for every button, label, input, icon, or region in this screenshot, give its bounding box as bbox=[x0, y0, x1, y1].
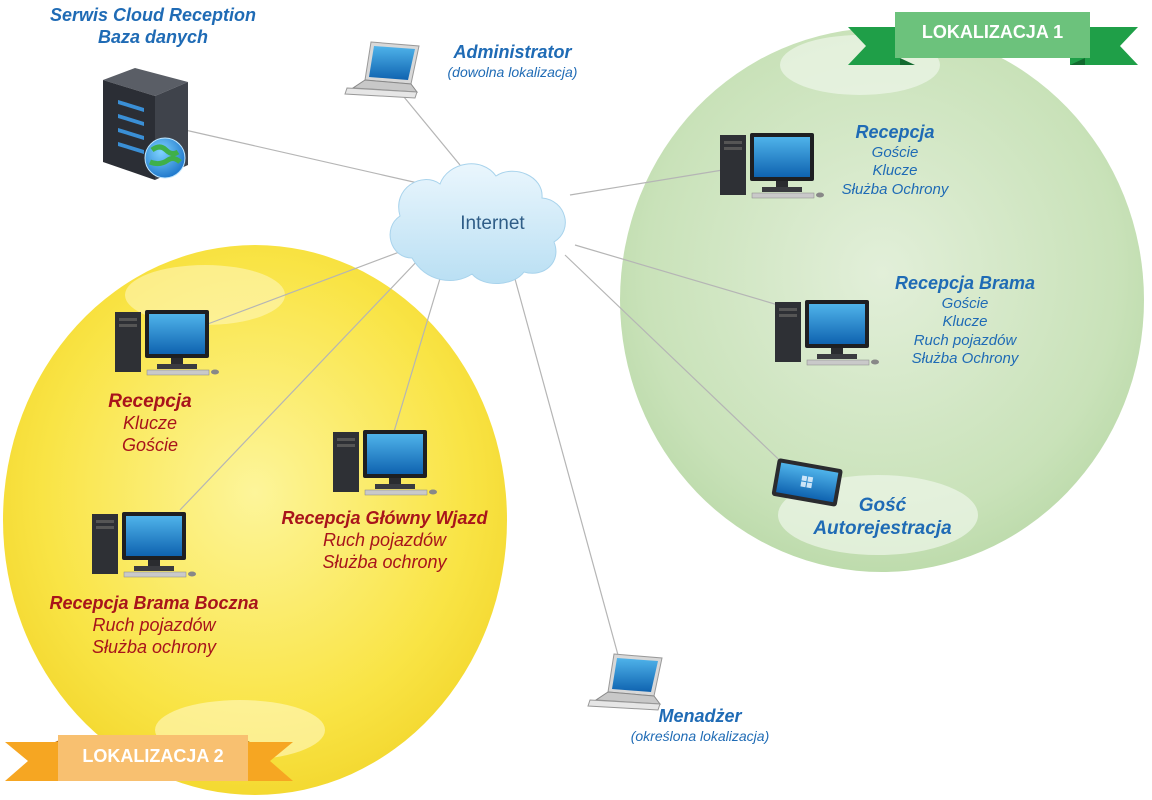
location2-reception-title: Recepcja bbox=[108, 391, 192, 412]
location2-reception-computer-icon bbox=[115, 310, 219, 376]
location2-main-entrance-item: Ruch pojazdów bbox=[322, 529, 447, 550]
location2-main-entrance-title: Recepcja Główny Wjazd bbox=[281, 508, 488, 528]
server-label-line2: Baza danych bbox=[97, 26, 209, 47]
location2-zone bbox=[3, 245, 507, 795]
manager-subtitle: (określona lokalizacja) bbox=[630, 727, 770, 744]
location2-side-gate-computer-icon bbox=[92, 512, 196, 578]
internet-label: Internet bbox=[460, 213, 525, 234]
manager-laptop-icon bbox=[587, 653, 663, 711]
administrator-laptop-icon bbox=[344, 41, 420, 99]
location1-reception-title: Recepcja bbox=[855, 122, 935, 142]
location2-side-gate-item: Ruch pojazdów bbox=[92, 614, 216, 635]
guest-label-line2: Autorejestracja bbox=[813, 518, 952, 540]
location1-banner-label: LOKALIZACJA 1 bbox=[921, 22, 1064, 42]
location1-gate-reception-title: Recepcja Brama bbox=[894, 273, 1036, 293]
location1-gate-reception-label: Recepcja Brama Goście Klucze Ruch pojazd… bbox=[875, 273, 1055, 368]
location2-banner bbox=[5, 735, 293, 781]
location1-banner bbox=[848, 12, 1138, 65]
location1-reception-item: Klucze bbox=[872, 162, 918, 180]
location2-reception-label: Recepcja Klucze Goście bbox=[80, 390, 220, 457]
server-label: Serwis Cloud Reception Baza danych bbox=[28, 5, 278, 49]
location2-banner-label: LOKALIZACJA 2 bbox=[82, 746, 224, 766]
location2-reception-item: Klucze bbox=[122, 413, 178, 434]
administrator-label: Administrator (dowolna lokalizacja) bbox=[420, 42, 605, 81]
manager-title: Menadżer bbox=[658, 706, 742, 726]
location2-main-entrance-item: Służba ochrony bbox=[322, 551, 447, 572]
location2-side-gate-label: Recepcja Brama Boczna Ruch pojazdów Służ… bbox=[30, 593, 278, 659]
administrator-subtitle: (dowolna lokalizacja) bbox=[447, 63, 578, 80]
location1-gate-reception-computer-icon bbox=[775, 300, 879, 366]
location2-main-entrance-computer-icon bbox=[333, 430, 437, 496]
location1-gate-reception-item: Klucze bbox=[942, 313, 988, 331]
internet-cloud-icon bbox=[389, 163, 566, 285]
location1-reception-computer-icon bbox=[720, 133, 824, 199]
location2-main-entrance-label: Recepcja Główny Wjazd Ruch pojazdów Służ… bbox=[262, 508, 507, 574]
server-icon bbox=[103, 68, 188, 180]
location1-reception-label: Recepcja Goście Klucze Służba Ochrony bbox=[820, 122, 970, 199]
location1-gate-reception-item: Goście bbox=[941, 294, 989, 312]
location2-reception-item: Goście bbox=[121, 435, 179, 456]
location1-gate-reception-item: Służba Ochrony bbox=[911, 349, 1019, 367]
location2-side-gate-title: Recepcja Brama Boczna bbox=[49, 593, 259, 613]
guest-tablet-icon bbox=[771, 458, 843, 507]
location2-side-gate-item: Służba ochrony bbox=[91, 636, 217, 657]
location1-reception-item: Służba Ochrony bbox=[841, 180, 949, 198]
manager-label: Menadżer (określona lokalizacja) bbox=[605, 706, 795, 745]
location1-reception-item: Goście bbox=[871, 143, 919, 161]
location1-gate-reception-item: Ruch pojazdów bbox=[913, 331, 1017, 349]
server-label-line1: Serwis Cloud Reception bbox=[49, 5, 257, 25]
administrator-title: Administrator bbox=[453, 42, 572, 62]
guest-label: Gość Autorejestracja bbox=[790, 494, 975, 540]
guest-label-line1: Gość bbox=[858, 495, 907, 516]
